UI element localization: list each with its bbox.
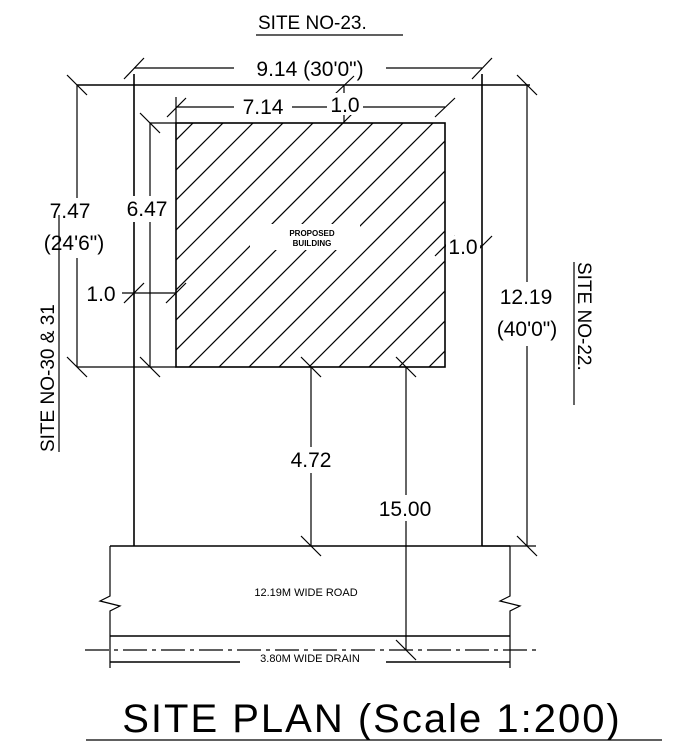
dim-tick <box>434 97 456 118</box>
dim-site-depth-m: 12.19 <box>500 286 553 309</box>
dim-left-setback: 1.0 <box>86 283 115 306</box>
dim-rear-setback: 4.72 <box>291 449 332 472</box>
dim-tick <box>123 57 145 80</box>
dim-text-mask <box>488 282 568 346</box>
dim-text-mask <box>40 198 102 258</box>
drain-label-mask <box>240 651 386 665</box>
dim-text-mask <box>327 93 363 115</box>
dim-left-depth-ft: (24'6") <box>44 232 105 255</box>
dim-top-setback: 1.0 <box>330 94 359 117</box>
site-no-23-label: SITE NO-23. <box>258 13 367 34</box>
dim-text-mask <box>284 447 338 473</box>
dim-left-depth-m: 7.47 <box>50 200 91 223</box>
dim-building-width: 7.14 <box>243 96 284 119</box>
road-break-right <box>498 546 522 668</box>
building-label-line1: PROPOSED <box>289 229 335 238</box>
dim-right-setback: 1.0 <box>448 236 477 259</box>
dim-tick <box>66 74 88 96</box>
dim-text-mask <box>120 196 174 222</box>
dim-text-mask <box>234 54 386 80</box>
dim-text-mask <box>372 495 438 521</box>
building-label-mask <box>250 224 360 250</box>
dim-text-mask <box>446 236 480 258</box>
dim-to-drain: 15.00 <box>379 498 432 521</box>
dim-tick <box>123 282 145 304</box>
site-no-22-label: SITE NO-22. <box>573 262 594 371</box>
site-plan-title: SITE PLAN (Scale 1:200) <box>122 697 622 741</box>
dim-building-depth: 6.47 <box>127 198 168 221</box>
drain-label: 3.80M WIDE DRAIN <box>260 653 360 665</box>
dim-site-depth-ft: (40'0") <box>497 318 558 341</box>
road-label: 12.19M WIDE ROAD <box>254 587 357 599</box>
dim-tick <box>395 356 417 378</box>
dim-tick <box>471 57 493 80</box>
dim-tick <box>516 74 538 96</box>
dim-tick <box>139 112 161 134</box>
dim-site-width: 9.14 (30'0") <box>256 58 363 81</box>
dim-text-mask <box>234 94 292 118</box>
building-label-line2: BUILDING <box>293 239 332 248</box>
dim-tick <box>333 75 355 96</box>
road-break-left <box>98 546 122 668</box>
dim-text-mask <box>80 282 122 304</box>
dim-tick <box>300 356 322 378</box>
site-no-30-31-label: SITE NO-30 & 31 <box>38 304 59 452</box>
dim-tick <box>165 282 187 304</box>
